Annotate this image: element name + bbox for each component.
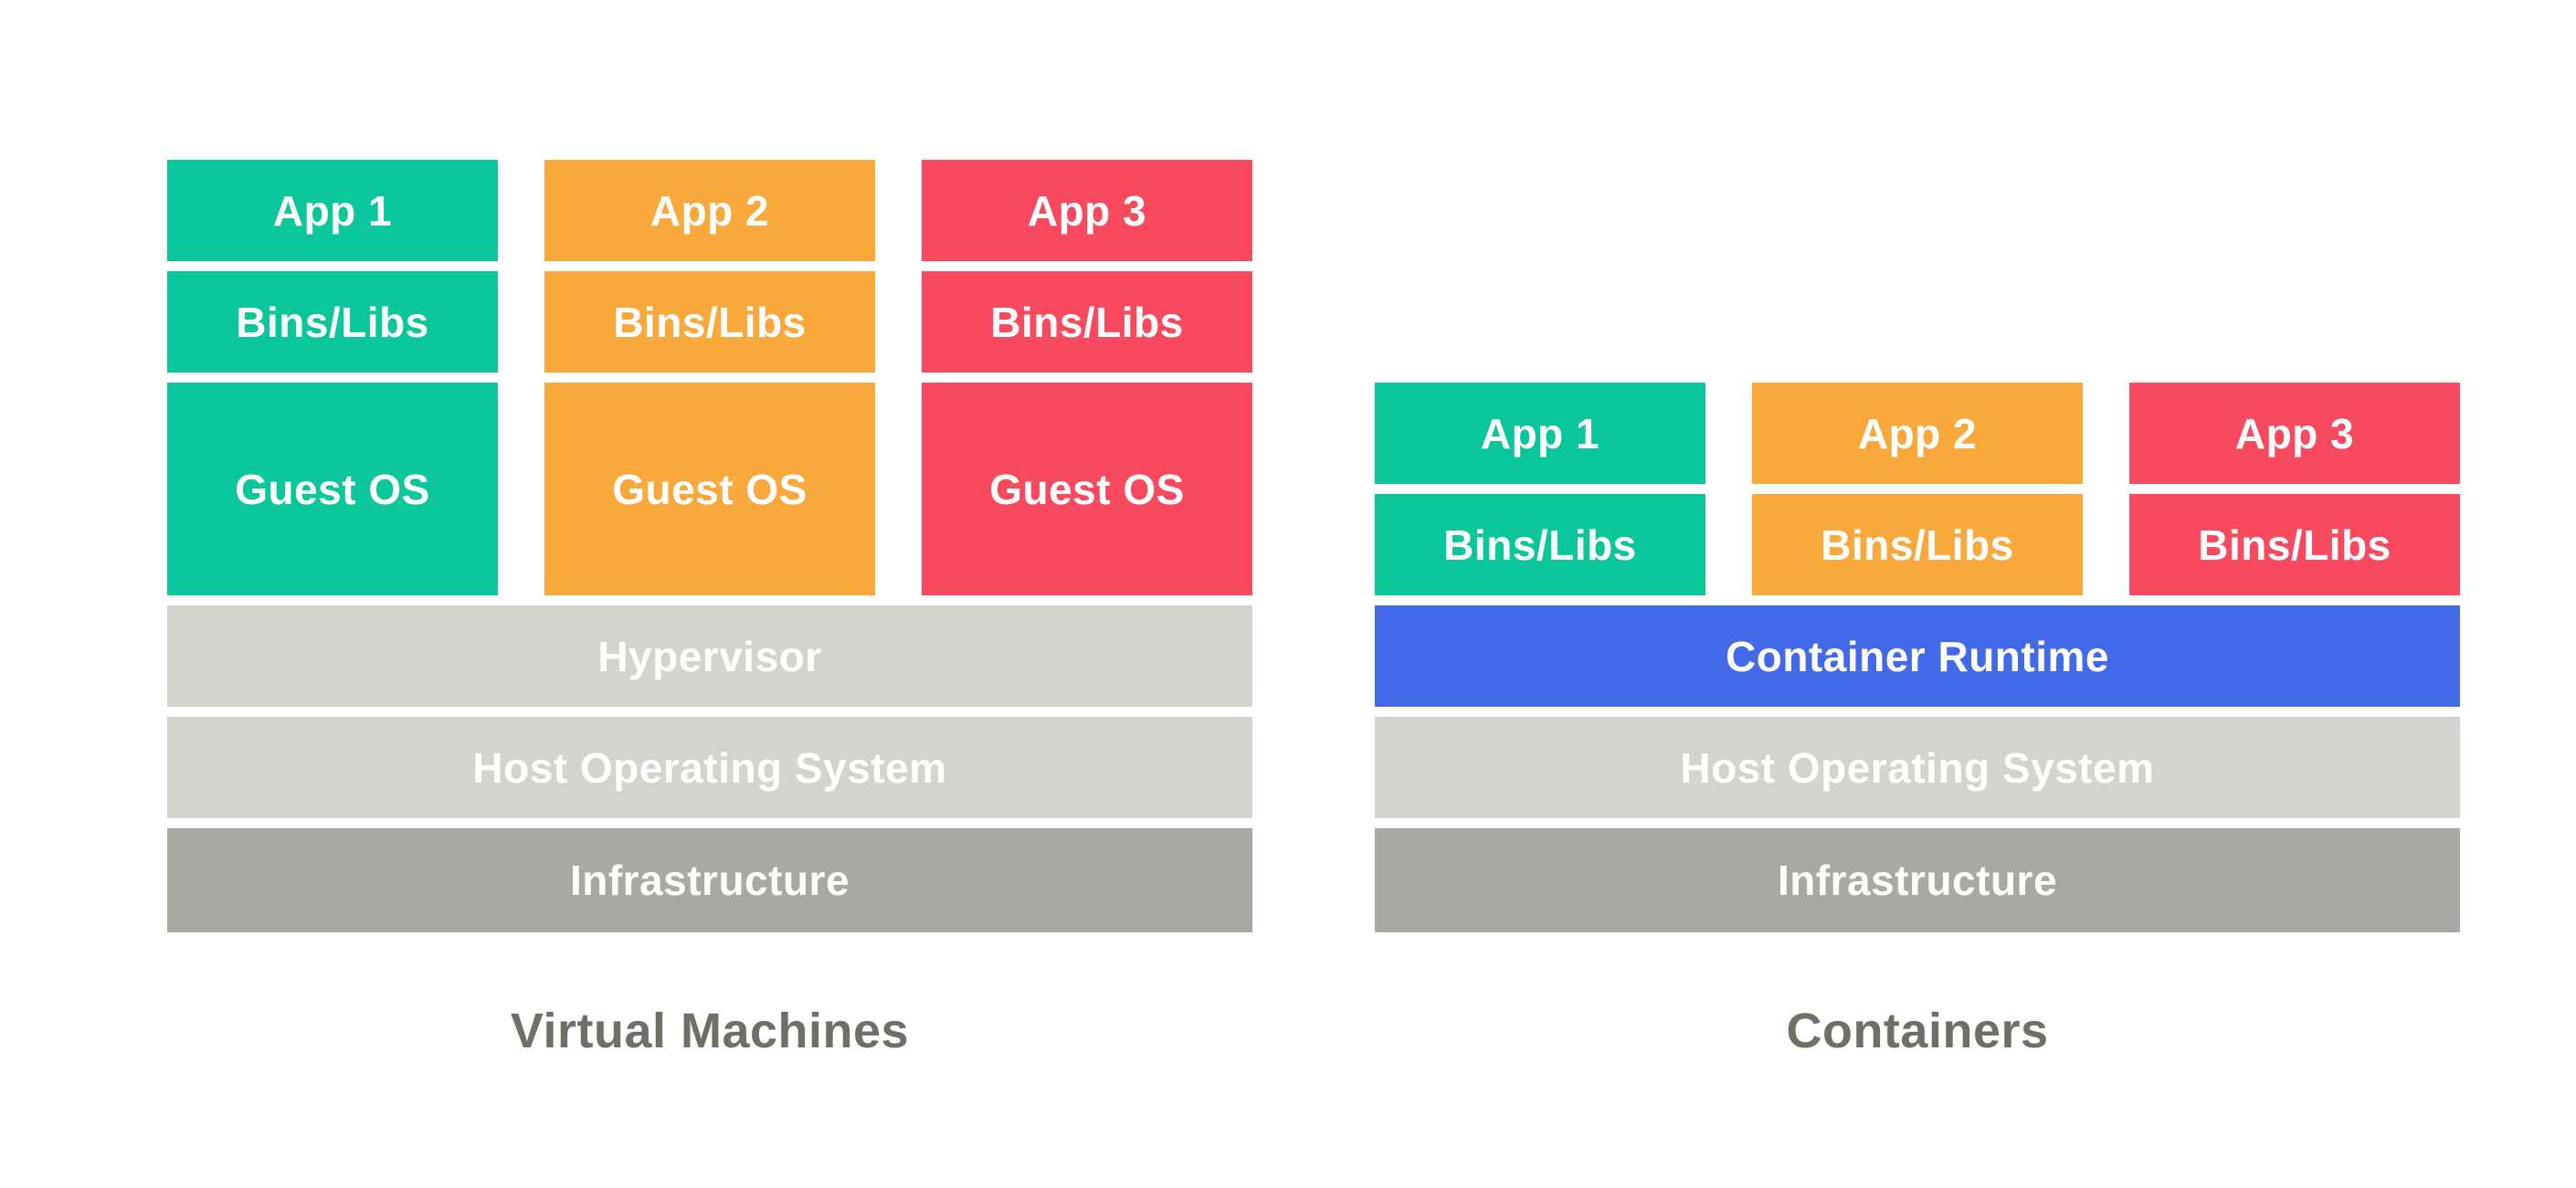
vm-infrastructure-layer: Infrastructure: [167, 828, 1252, 932]
vm-guestos3-block: Guest OS: [922, 383, 1252, 595]
virtual-machines-caption: Virtual Machines: [510, 1004, 910, 1058]
vm-bins1-block: Bins/Libs: [167, 271, 498, 373]
container-column-2: App 2 Bins/Libs: [1752, 383, 2083, 595]
containers-columns: App 1 Bins/Libs App 2 Bins/Libs App 3 Bi…: [1375, 383, 2460, 595]
vm-columns: App 1 Bins/Libs Guest OS App 2 Bins/Libs…: [167, 160, 1252, 595]
container-column-3: App 3 Bins/Libs: [2129, 383, 2460, 595]
vm-app2-block: App 2: [544, 160, 875, 261]
ct-infrastructure-layer: Infrastructure: [1375, 828, 2460, 932]
hypervisor-layer: Hypervisor: [167, 605, 1252, 707]
vm-app1-block: App 1: [167, 160, 498, 261]
containers-stack: App 1 Bins/Libs App 2 Bins/Libs App 3 Bi…: [1375, 383, 2460, 1063]
vm-bins2-block: Bins/Libs: [544, 271, 875, 373]
vm-column-3: App 3 Bins/Libs Guest OS: [922, 160, 1252, 595]
container-runtime-layer: Container Runtime: [1375, 605, 2460, 707]
virtual-machines-stack: App 1 Bins/Libs Guest OS App 2 Bins/Libs…: [167, 160, 1252, 1063]
ct-app2-block: App 2: [1752, 383, 2083, 484]
vm-host-os-layer: Host Operating System: [167, 717, 1252, 818]
container-column-1: App 1 Bins/Libs: [1375, 383, 1705, 595]
vm-guestos2-block: Guest OS: [544, 383, 875, 595]
vm-app3-block: App 3: [922, 160, 1252, 261]
ct-bins3-block: Bins/Libs: [2129, 494, 2460, 595]
vm-guestos1-block: Guest OS: [167, 383, 498, 595]
ct-bins1-block: Bins/Libs: [1375, 494, 1705, 595]
ct-host-os-layer: Host Operating System: [1375, 717, 2460, 818]
containers-caption: Containers: [1786, 1004, 2049, 1058]
vm-column-1: App 1 Bins/Libs Guest OS: [167, 160, 498, 595]
vm-bins3-block: Bins/Libs: [922, 271, 1252, 373]
vm-column-2: App 2 Bins/Libs Guest OS: [544, 160, 875, 595]
ct-bins2-block: Bins/Libs: [1752, 494, 2083, 595]
ct-app1-block: App 1: [1375, 383, 1705, 484]
ct-app3-block: App 3: [2129, 383, 2460, 484]
